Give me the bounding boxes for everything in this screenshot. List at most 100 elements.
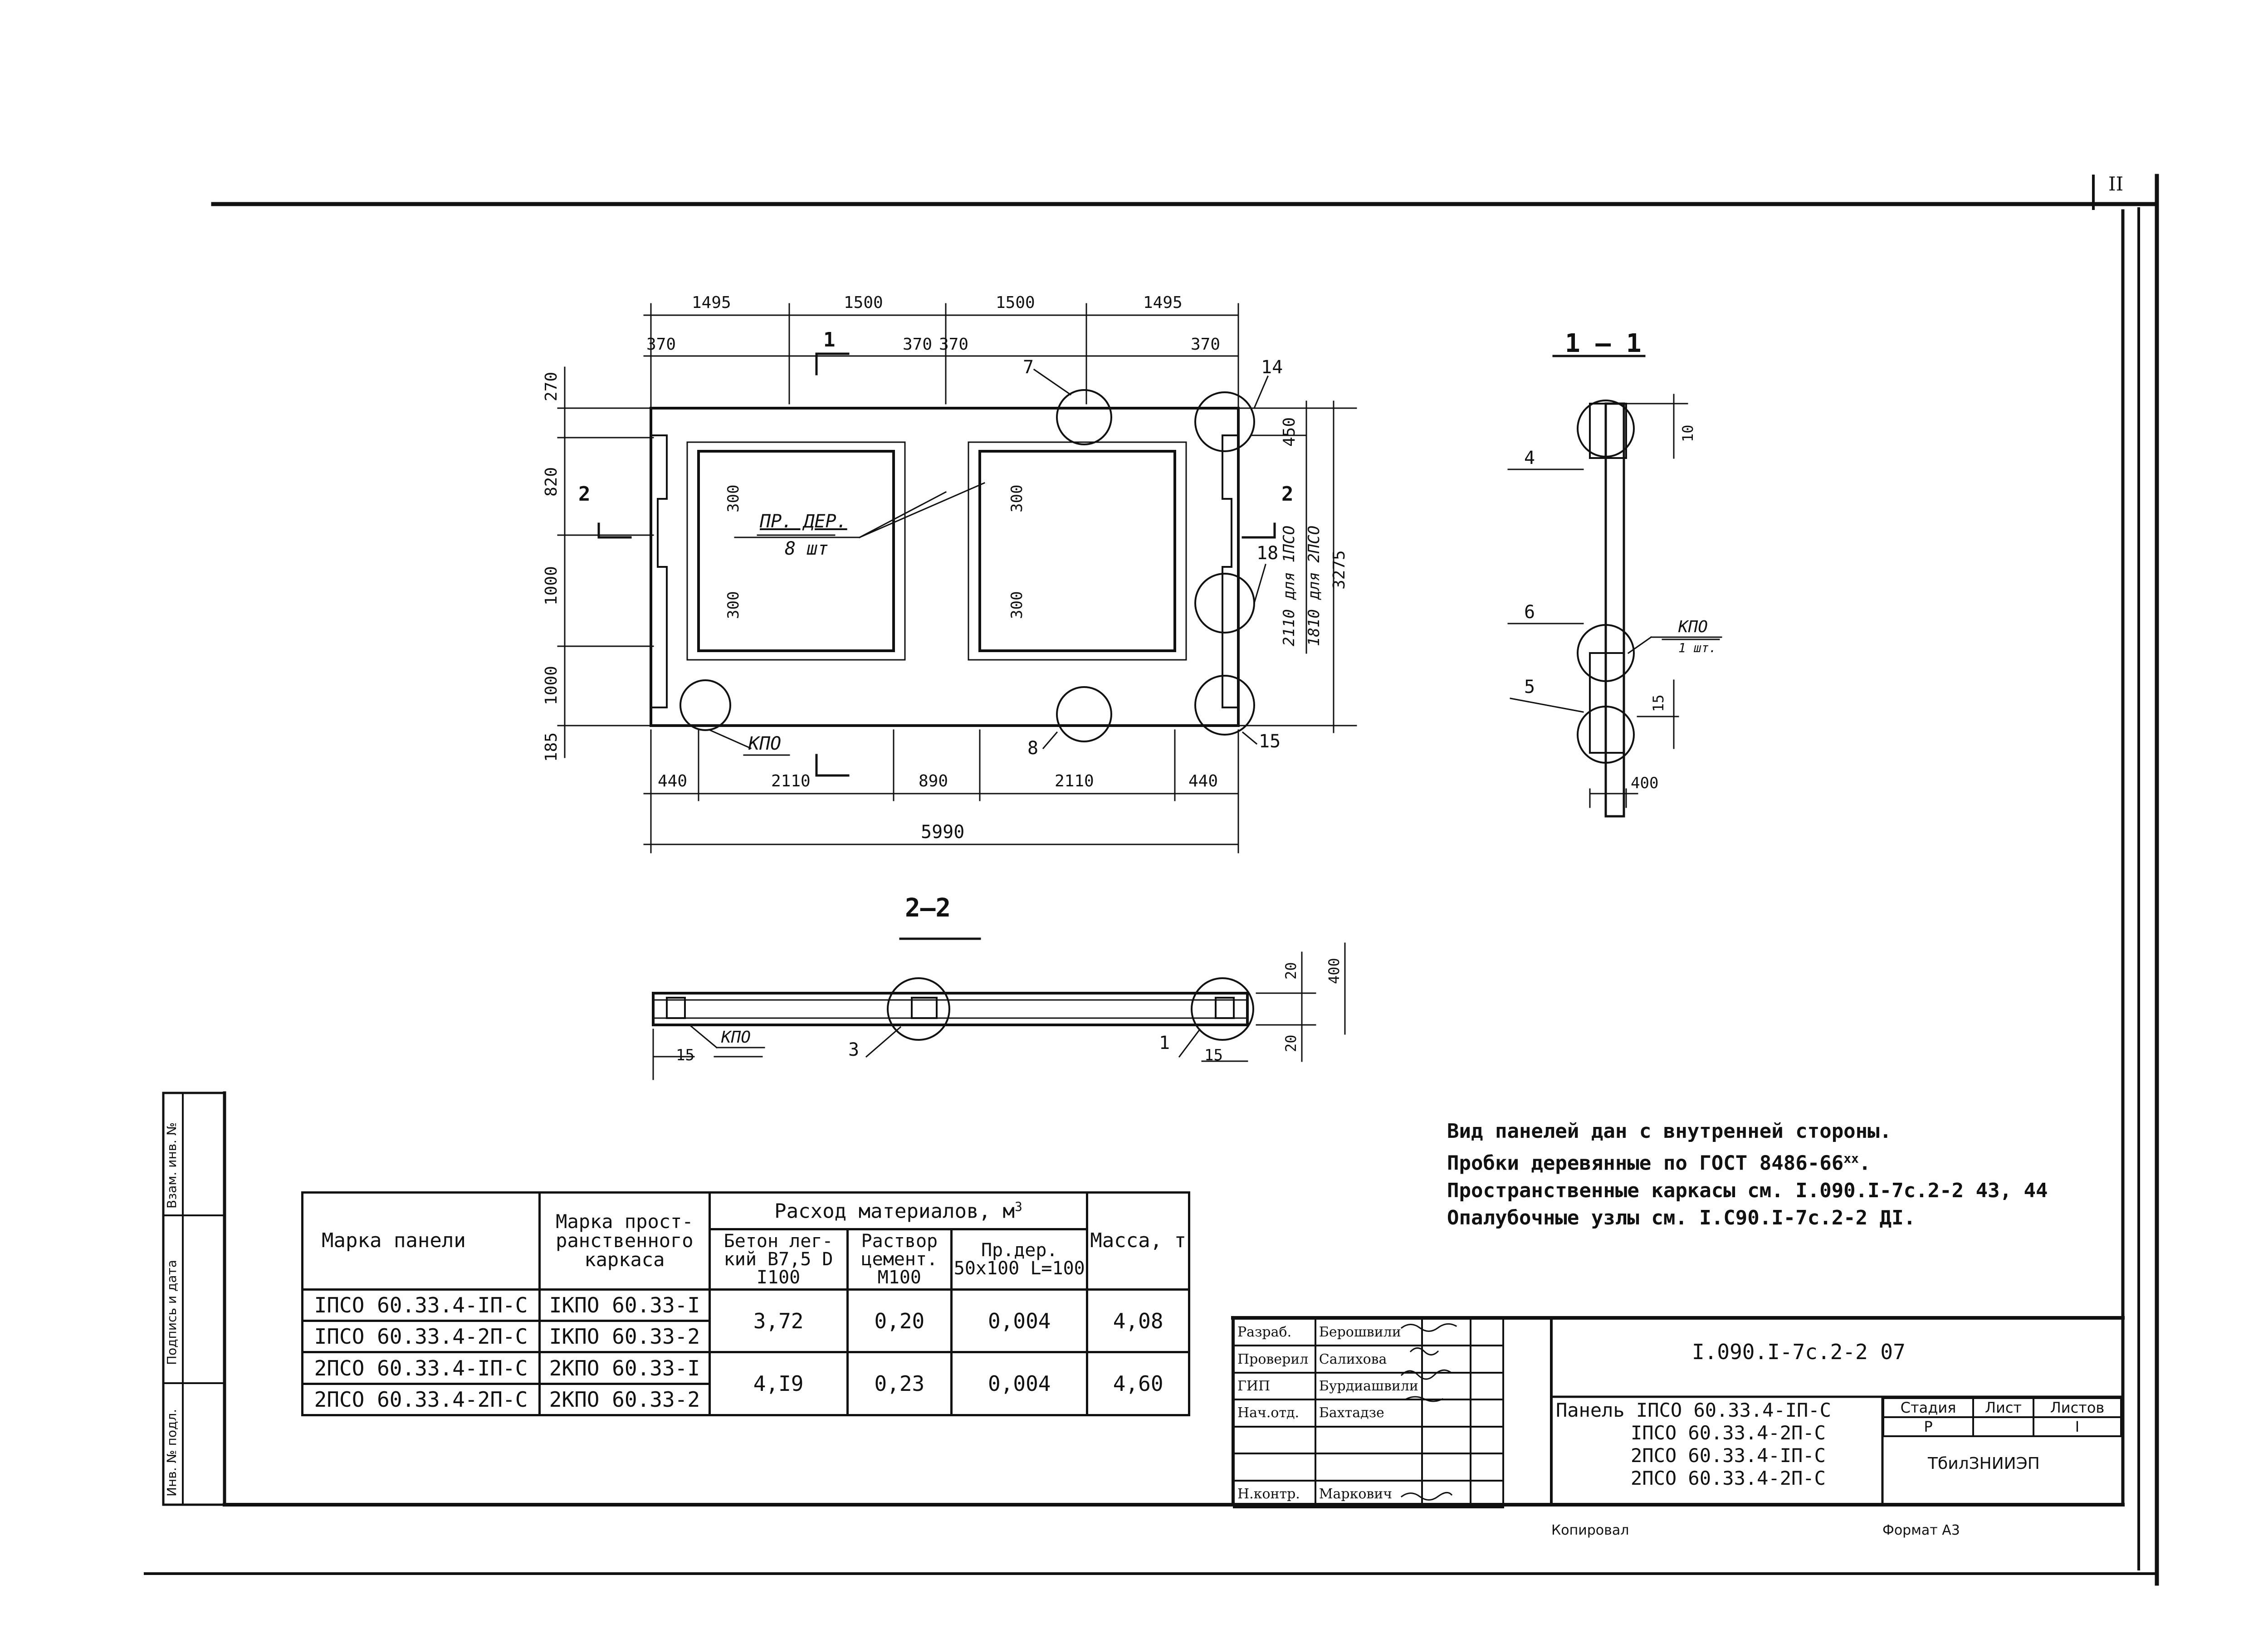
wood-plugs-label: ПР. ДЕР. — [760, 511, 847, 532]
s22-dim-400: 400 — [1325, 958, 1343, 984]
s11-dim-10: 10 — [1679, 424, 1696, 442]
g1-mass: 4,08 — [1086, 1288, 1190, 1354]
dim-right-3: 1810 для 2ПСО — [1305, 525, 1323, 646]
copied-label: Копировал — [1551, 1522, 1629, 1538]
s22-callout-3: 3 — [848, 1039, 860, 1060]
role-chief-engineer: ГИП — [1233, 1371, 1316, 1401]
s11-dim-400: 400 — [1631, 774, 1659, 792]
page-number: II — [2108, 173, 2124, 195]
s11-callout-4: 4 — [1524, 448, 1535, 468]
th-wood: Пр.дер. 50х100 L=100 — [950, 1228, 1089, 1291]
dim-right-1: 450 — [1280, 417, 1299, 447]
dim-left-2: 820 — [542, 467, 561, 497]
dim-sub-2: 370 — [903, 335, 933, 354]
name-norm-control: Маркович — [1314, 1479, 1423, 1509]
note-line-1: Вид панелей дан с внутренней стороны. — [1447, 1120, 1892, 1143]
section-mark-2-right: 2 — [1281, 483, 1294, 506]
materials-table: Марка панели Марка прост-ранственного ка… — [301, 1191, 1190, 1417]
th-frame: Марка прост-ранственного каркаса — [538, 1191, 711, 1291]
dim-left-5: 185 — [542, 732, 561, 762]
sign-empty-2 — [1421, 1453, 1472, 1482]
date-checker — [1470, 1345, 1504, 1374]
th-materials-text: Расход материалов, м — [774, 1199, 1015, 1223]
dim-inner-1: 300 — [724, 484, 743, 512]
th-mass: Масса, т — [1086, 1191, 1190, 1291]
row1-frame: IКПО 60.33-I — [538, 1288, 711, 1322]
dim-inner-4: 300 — [1008, 591, 1026, 619]
dim-bottom-1: 440 — [658, 772, 688, 790]
dim-bottom-5: 440 — [1188, 772, 1218, 790]
panel-line-4: 2ПСО 60.33.4-2П-С — [1631, 1467, 1826, 1489]
panel-designation: Панель IПСО 60.33.4-IП-С IПСО 60.33.4-2П… — [1556, 1399, 1831, 1490]
wood-plugs-count: 8 шт — [785, 538, 829, 559]
organization: ТбилЗНИИЭП — [1928, 1454, 2040, 1473]
stage-table: Стадия Лист Листов Р I — [1882, 1397, 2122, 1437]
date-norm-control — [1470, 1479, 1504, 1509]
sign-norm-control — [1421, 1479, 1472, 1509]
sheet-header: Лист — [1972, 1397, 2034, 1418]
panel-line-2: IПСО 60.33.4-2П-С — [1631, 1422, 1826, 1444]
dim-left-1: 270 — [542, 371, 561, 401]
dim-top-2: 1500 — [844, 293, 883, 312]
dim-right-2: 2110 для 1ПСО — [1280, 525, 1298, 646]
dim-overall-width: 5990 — [921, 822, 965, 843]
th-mortar: Раствор цемент. М100 — [846, 1228, 953, 1291]
dim-left-4: 1000 — [542, 666, 561, 705]
date-empty-1 — [1470, 1425, 1504, 1455]
name-empty-2 — [1314, 1453, 1423, 1482]
g2-wood: 0,004 — [950, 1351, 1089, 1416]
sheets-header: Листов — [2032, 1397, 2122, 1418]
note-line-3: Пространственные каркасы см. I.090.I-7с.… — [1447, 1179, 2048, 1202]
s22-dim-15-left: 15 — [676, 1046, 694, 1064]
dim-bottom-2: 2110 — [771, 772, 811, 790]
dim-bottom-3: 890 — [919, 772, 948, 790]
stage-value: Р — [1882, 1416, 1975, 1437]
format-label: Формат А3 — [1882, 1522, 1960, 1538]
s11-dim-15: 15 — [1650, 694, 1667, 712]
s22-dim-15-right: 15 — [1204, 1046, 1223, 1064]
doc-code: I.090.I-7с.2-2 07 — [1692, 1340, 1906, 1364]
kpo-label-plan: КПО — [748, 733, 782, 754]
th-panel: Марка панели — [301, 1191, 541, 1291]
dim-inner-3: 300 — [1008, 484, 1026, 512]
callout-15: 15 — [1259, 731, 1281, 752]
sign-developer — [1421, 1317, 1472, 1347]
sheet-value — [1972, 1416, 2034, 1437]
role-checker: Проверил — [1233, 1345, 1316, 1374]
callout-8: 8 — [1027, 738, 1039, 759]
role-norm-control: Н.контр. — [1233, 1479, 1316, 1509]
s11-callout-5: 5 — [1524, 677, 1535, 697]
dim-left-3: 1000 — [542, 566, 561, 605]
panel-word: Панель — [1556, 1399, 1625, 1421]
s11-callout-6: 6 — [1524, 602, 1535, 623]
g1-mortar: 0,20 — [846, 1288, 953, 1354]
sheets-value: I — [2032, 1416, 2122, 1437]
role-empty-1 — [1233, 1425, 1316, 1455]
s22-dim-20-top: 20 — [1282, 962, 1300, 980]
role-dept-head: Нач.отд. — [1233, 1399, 1316, 1428]
note-line-2-text: Пробки деревянные по ГОСТ 8486-66 — [1447, 1151, 1844, 1175]
strip-label-inv-orig: Инв. № подл. — [164, 1409, 179, 1497]
section-2-2-title: 2–2 — [905, 893, 951, 923]
th-materials: Расход материалов, м3 — [708, 1191, 1089, 1231]
row4-panel: 2ПСО 60.33.4-2П-С — [301, 1382, 541, 1417]
row1-panel: IПСО 60.33.4-IП-С — [301, 1288, 541, 1322]
g1-wood: 0,004 — [950, 1288, 1089, 1354]
s22-callout-1: 1 — [1159, 1033, 1170, 1053]
note-line-2-sup: хх — [1843, 1151, 1859, 1166]
s11-kpo-count: 1 шт. — [1678, 640, 1717, 655]
name-empty-1 — [1314, 1425, 1423, 1455]
date-dept-head — [1470, 1399, 1504, 1428]
g1-concrete: 3,72 — [708, 1288, 849, 1354]
name-checker: Салихова — [1314, 1345, 1423, 1374]
section-mark-1-top: 1 — [823, 328, 836, 351]
date-chief-engineer — [1470, 1371, 1504, 1401]
strip-label-sign-date: Подпись и дата — [164, 1260, 179, 1365]
dim-sub-1: 370 — [646, 335, 676, 354]
name-dept-head: Бахтадзе — [1314, 1399, 1423, 1428]
role-developer: Разраб. — [1233, 1317, 1316, 1347]
row2-panel: IПСО 60.33.4-2П-С — [301, 1320, 541, 1354]
date-empty-2 — [1470, 1453, 1504, 1482]
section-1-1-title: 1 – 1 — [1565, 329, 1642, 358]
